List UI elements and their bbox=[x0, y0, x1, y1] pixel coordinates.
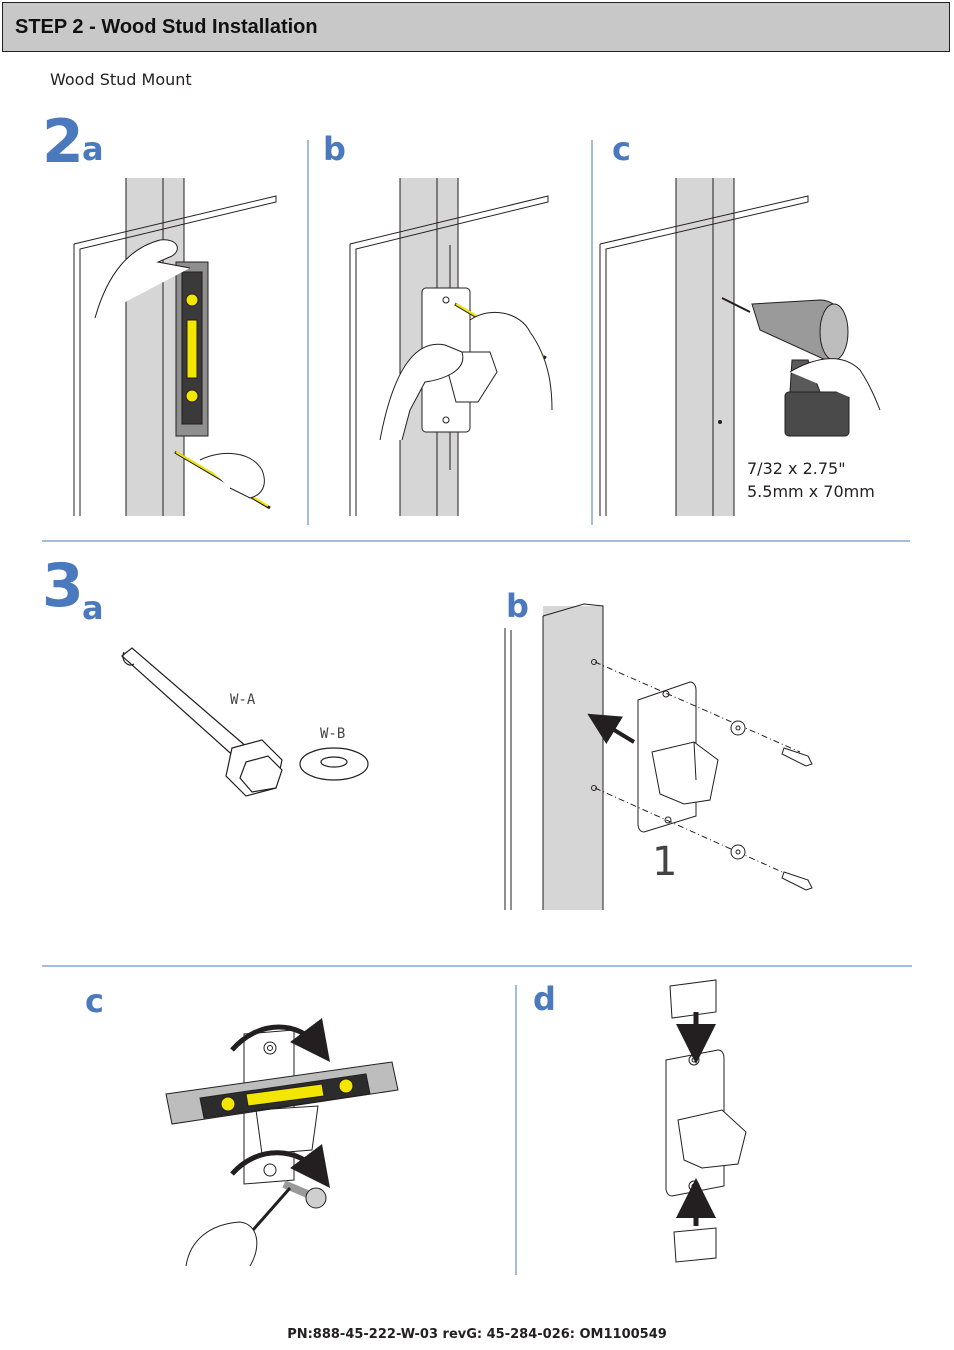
drill-spec-metric: 5.5mm x 70mm bbox=[747, 482, 875, 501]
part-number-footer: PN:888-45-222-W-03 revG: 45-284-026: OM1… bbox=[287, 1327, 667, 1342]
step-3d-illustration bbox=[665, 979, 747, 1263]
step-2a-label: a bbox=[82, 130, 104, 168]
step-3c-label: c bbox=[85, 982, 104, 1020]
step-3a-illustration: W-A W-B bbox=[121, 647, 369, 797]
step-2c-illustration bbox=[599, 178, 881, 516]
washer-part-label: W-B bbox=[320, 726, 345, 742]
step-3-number: 3 bbox=[42, 551, 84, 621]
step-title: STEP 2 - Wood Stud Installation bbox=[15, 16, 318, 38]
section-subtitle: Wood Stud Mount bbox=[50, 70, 192, 89]
step-2-number: 2 bbox=[42, 107, 84, 177]
step-2b-label: b bbox=[323, 130, 346, 168]
bolt-part-label: W-A bbox=[230, 692, 256, 708]
drill-spec-imperial: 7/32 x 2.75" bbox=[747, 459, 846, 478]
step-3b-label: b bbox=[506, 587, 529, 625]
step-3d-label: d bbox=[533, 980, 556, 1018]
section-dividers bbox=[42, 140, 912, 1275]
step-3c-illustration bbox=[165, 1017, 399, 1267]
step-3a-label: a bbox=[82, 589, 104, 627]
bracket-callout-number: 1 bbox=[652, 839, 677, 885]
step-3b-illustration: 1 bbox=[504, 603, 813, 910]
step-2c-label: c bbox=[612, 130, 631, 168]
step-2a-illustration bbox=[73, 178, 277, 516]
step-2b-illustration bbox=[349, 178, 553, 516]
step-header: STEP 2 - Wood Stud Installation bbox=[2, 2, 950, 52]
